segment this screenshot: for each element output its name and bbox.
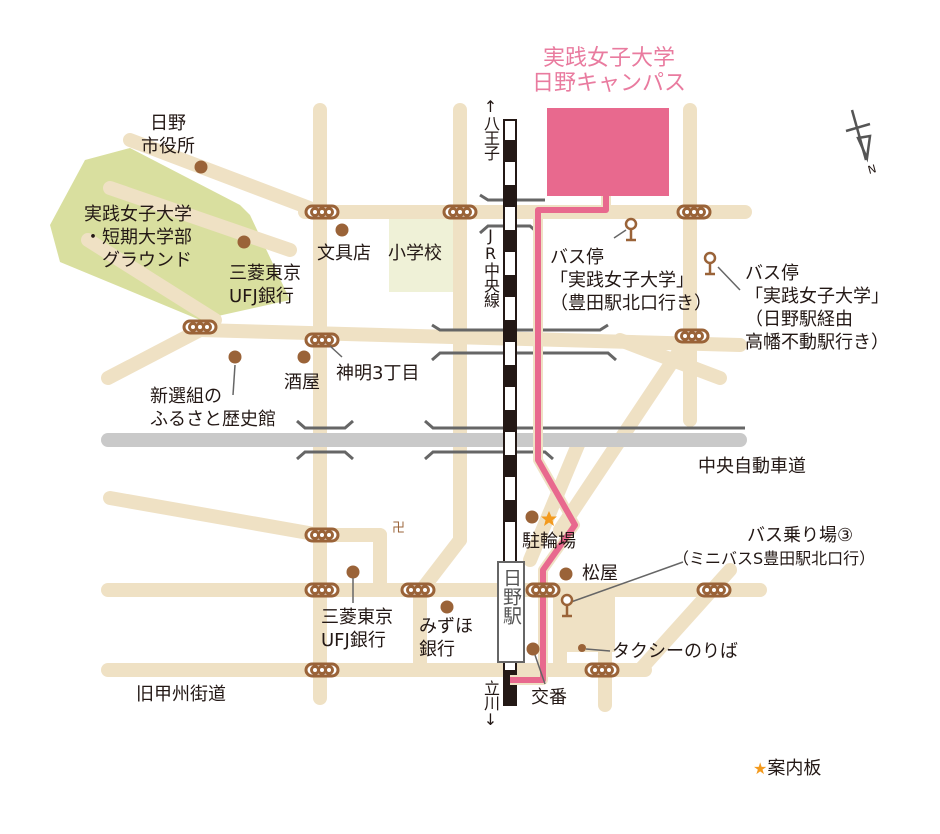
campus-title: 実践女子大学 日野キャンパス xyxy=(532,46,687,96)
bus-platform-label: バス乗り場③ （ミニバスS豊田駅北口行） xyxy=(673,525,876,568)
legend-info-board-label: 案内板 xyxy=(767,758,822,779)
elementary-school-label: 小学校 xyxy=(388,243,442,264)
direction-hachioji: ↑八王子 xyxy=(481,97,500,160)
matsuya-label: 松屋 xyxy=(582,563,618,584)
direction-tachikawa: 立川↓ xyxy=(481,680,500,728)
jr-chuo-line xyxy=(503,119,517,706)
leader-lines xyxy=(232,229,741,685)
expressway-label: 中央自動車道 xyxy=(698,456,806,477)
ground-label: 実践女子大学 ・短期大学部 グラウンド xyxy=(84,204,192,271)
hino-station-label: 日野駅 xyxy=(500,568,522,625)
taxi-stand-label: タクシーのりば xyxy=(612,641,738,662)
stationery-label: 文具店 xyxy=(317,243,371,264)
traffic-signals xyxy=(182,204,732,678)
old-koshu-road-label: 旧甲州街道 xyxy=(136,684,226,705)
poi-dots xyxy=(194,160,586,656)
shinmei-label: 神明3丁目 xyxy=(336,363,420,384)
elementary-school-area xyxy=(389,218,454,292)
legend-star-icon: ★ xyxy=(753,759,768,778)
hino-station-box xyxy=(497,561,525,663)
liquor-store-label: 酒屋 xyxy=(284,372,320,393)
legend: ★案内板 xyxy=(753,754,821,780)
bus-stop-b-label: バス停 「実践女子大学」 （日野駅経由 高幡不動駅行き） xyxy=(745,263,889,353)
jissen-campus-building xyxy=(547,108,669,196)
mizuho-label: みずほ 銀行 xyxy=(419,616,473,660)
mufg-south-label: 三菱東京 UFJ銀行 xyxy=(321,607,393,651)
city-hall-label: 日野 市役所 xyxy=(141,113,195,157)
railway-name: JR中央線 xyxy=(481,226,500,307)
info-board-star-icon xyxy=(541,511,557,526)
shinsengumi-museum-label: 新選組の ふるさと歴史館 xyxy=(150,386,276,430)
bicycle-parking-label: 駐輪場 xyxy=(522,531,576,552)
temple-icon: 卍 xyxy=(392,521,406,536)
bus-stop-icons xyxy=(560,217,717,618)
overpass-lines xyxy=(296,193,745,461)
police-box-label: 交番 xyxy=(531,687,567,708)
bus-stop-a-label: バス停 「実践女子大学」 （豊田駅北口行き） xyxy=(550,247,712,314)
mufg-north-label: 三菱東京 UFJ銀行 xyxy=(229,263,301,307)
north-arrow-icon xyxy=(845,109,872,163)
